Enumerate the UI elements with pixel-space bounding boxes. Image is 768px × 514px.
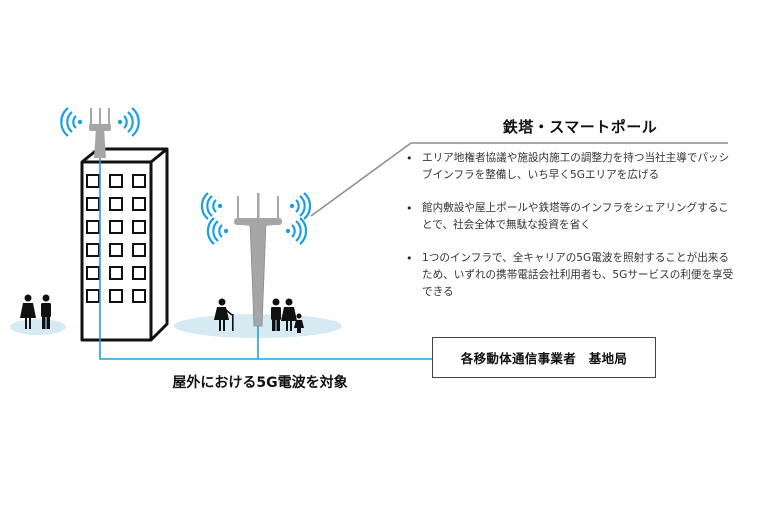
base-station-box: 各移動体通信事業者 基地局 [432,337,656,378]
building-window [109,174,123,188]
building-window [132,289,146,303]
callout-line [310,142,728,217]
building-window [86,289,100,303]
signal-wave-icon [60,107,140,137]
coverage-area-left [10,319,66,335]
bullet-item: 館内敷設や屋上ポールや鉄塔等のインフラをシェアリングすることで、社会全体で無駄な… [404,200,739,234]
building-window [132,243,146,257]
building-window [86,174,100,188]
tower-signal-wave-icon [200,192,312,245]
building-window [132,220,146,234]
bullet-item: 1つのインフラで、全キャリアの5G電波を照射することが出来るため、いずれの携帯電… [404,250,739,301]
building-window [86,266,100,280]
family-icon [271,298,304,333]
feature-bullet-list: エリア地権者協議や施設内施工の調整力を持つ当社主導でパッシブインフラを整備し、い… [404,150,739,317]
building-window [109,266,123,280]
building-window [86,197,100,211]
building-window [132,174,146,188]
building-windows [86,174,146,303]
elderly-person-icon [214,298,234,331]
building-window [109,243,123,257]
building-window [132,266,146,280]
building-icon [80,147,169,342]
building-window [86,243,100,257]
couple-icon [20,294,51,329]
tower-icon [234,193,282,327]
building-window [109,289,123,303]
bullet-item: エリア地権者協議や施設内施工の調整力を持つ当社主導でパッシブインフラを整備し、い… [404,150,739,184]
building-window [109,220,123,234]
cable-lines [99,158,432,360]
building-window [109,197,123,211]
building-window [86,220,100,234]
diagram-caption: 屋外における5G電波を対象 [172,375,348,391]
panel-title: 鉄塔・スマートポール [502,118,658,136]
rooftop-antenna-icon [89,108,111,158]
building-window [132,197,146,211]
